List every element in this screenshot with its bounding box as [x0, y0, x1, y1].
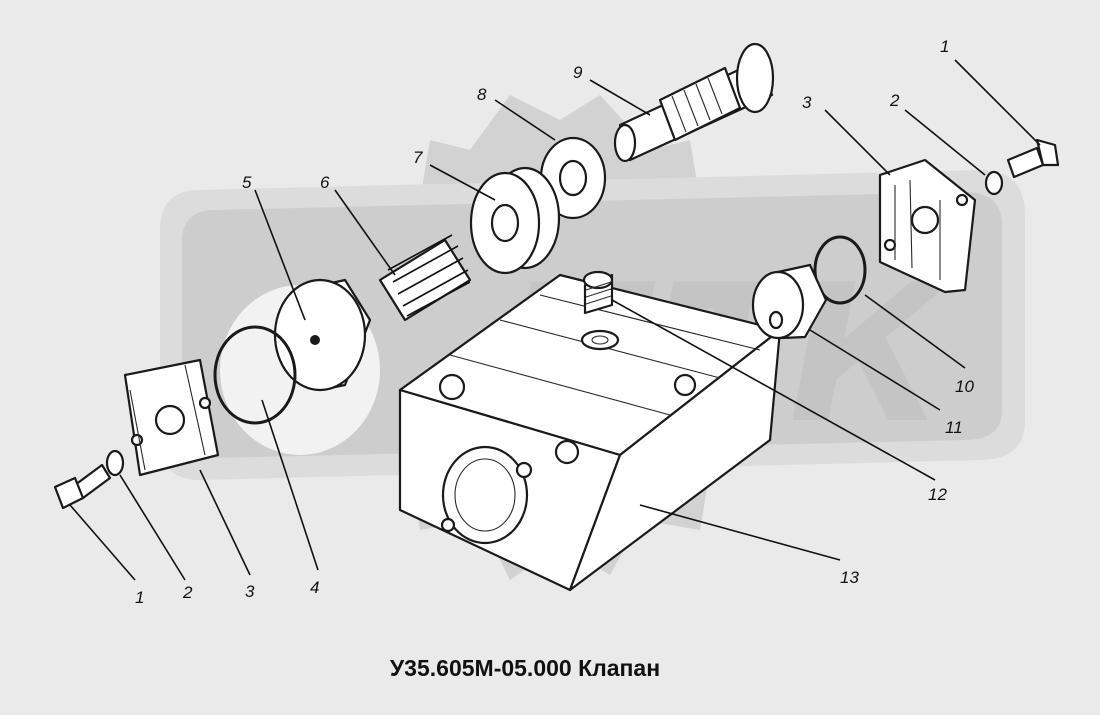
label-4: 4 — [310, 578, 319, 597]
label-3-bottom-left: 3 — [245, 582, 255, 601]
part-2-washer-right — [984, 170, 1004, 196]
label-1-top-right: 1 — [940, 37, 949, 56]
part-6-spring — [378, 234, 472, 322]
label-6: 6 — [320, 173, 330, 192]
label-12: 12 — [928, 485, 947, 504]
part-number-labels: 1 2 3 9 8 7 6 5 4 3 2 1 10 11 12 13 — [135, 37, 974, 607]
part-9-valve-stem — [613, 42, 775, 163]
label-9: 9 — [573, 63, 583, 82]
part-1-bolt-left — [53, 463, 112, 510]
label-1-bottom-left: 1 — [135, 588, 144, 607]
label-11: 11 — [945, 418, 963, 437]
part-3-flange-right — [878, 158, 977, 294]
part-3-flange-left — [123, 358, 220, 477]
label-3-top-right: 3 — [802, 93, 812, 112]
part-4-o-ring — [213, 325, 297, 425]
label-13: 13 — [840, 568, 859, 587]
label-10: 10 — [955, 377, 974, 396]
part-1-bolt-right — [1006, 138, 1060, 179]
diagram-caption: У35.605М-05.000 Клапан — [390, 655, 660, 681]
part-10-o-ring — [813, 235, 867, 305]
part-2-washer-left — [105, 449, 125, 477]
part-7-discs — [469, 166, 561, 275]
label-2-bottom-left: 2 — [182, 583, 193, 602]
leader-lines — [69, 59, 1041, 581]
part-12-plug — [582, 270, 614, 315]
label-7: 7 — [413, 148, 423, 167]
label-5: 5 — [242, 173, 252, 192]
part-11-nut — [751, 263, 828, 340]
label-2-top-right: 2 — [889, 91, 900, 110]
label-8: 8 — [477, 85, 487, 104]
part-5-piston — [273, 278, 372, 392]
